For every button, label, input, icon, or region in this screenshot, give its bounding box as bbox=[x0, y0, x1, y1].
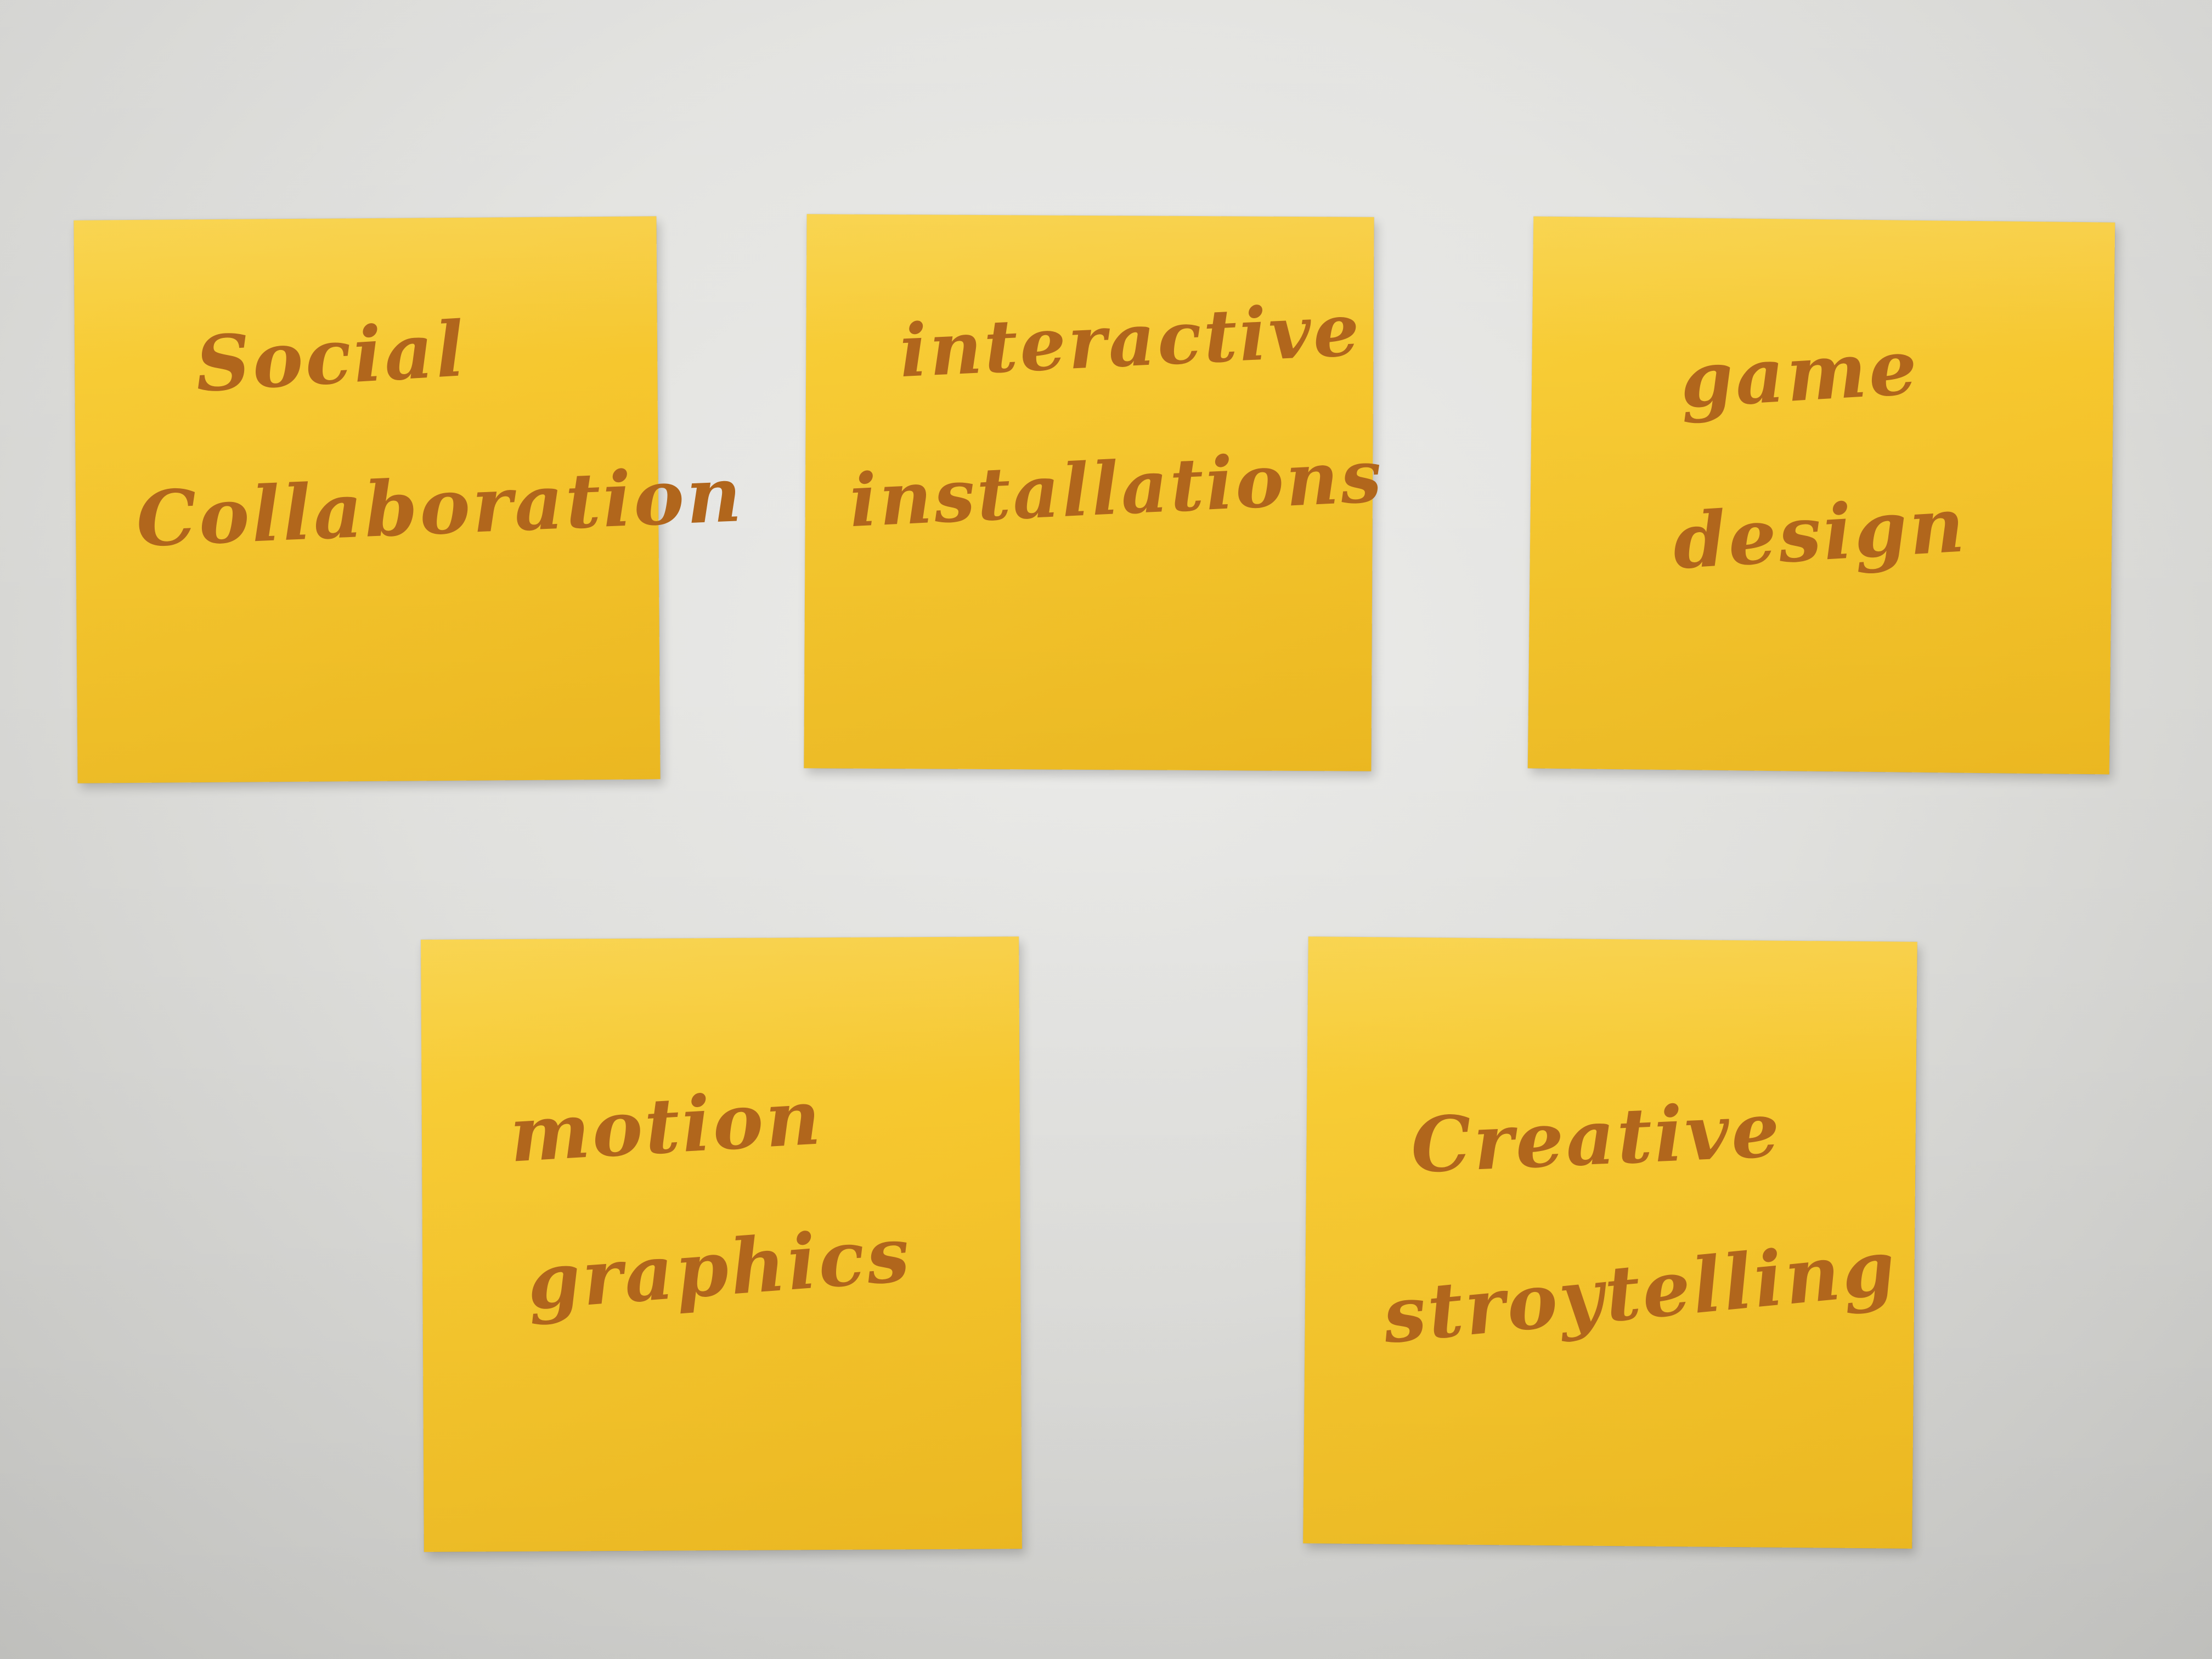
sticky-note-creative-storytelling: Creative stroytelling bbox=[1303, 936, 1917, 1549]
note-text-line-1: Creative bbox=[1409, 1085, 1784, 1190]
sticky-note-motion-graphics: motion graphics bbox=[421, 936, 1022, 1552]
sticky-note-interactive-installations: interactive installations bbox=[804, 214, 1385, 771]
sticky-note-social-collaboration: Social Collaboration bbox=[74, 216, 745, 783]
sticky-note-game-design: game design bbox=[1527, 216, 2115, 775]
note-text-line-2: design bbox=[1670, 479, 1969, 586]
note-text-line-1: game bbox=[1677, 321, 1922, 426]
note-text-line-1: motion bbox=[507, 1072, 825, 1180]
note-text-line-1: Social bbox=[193, 303, 469, 409]
